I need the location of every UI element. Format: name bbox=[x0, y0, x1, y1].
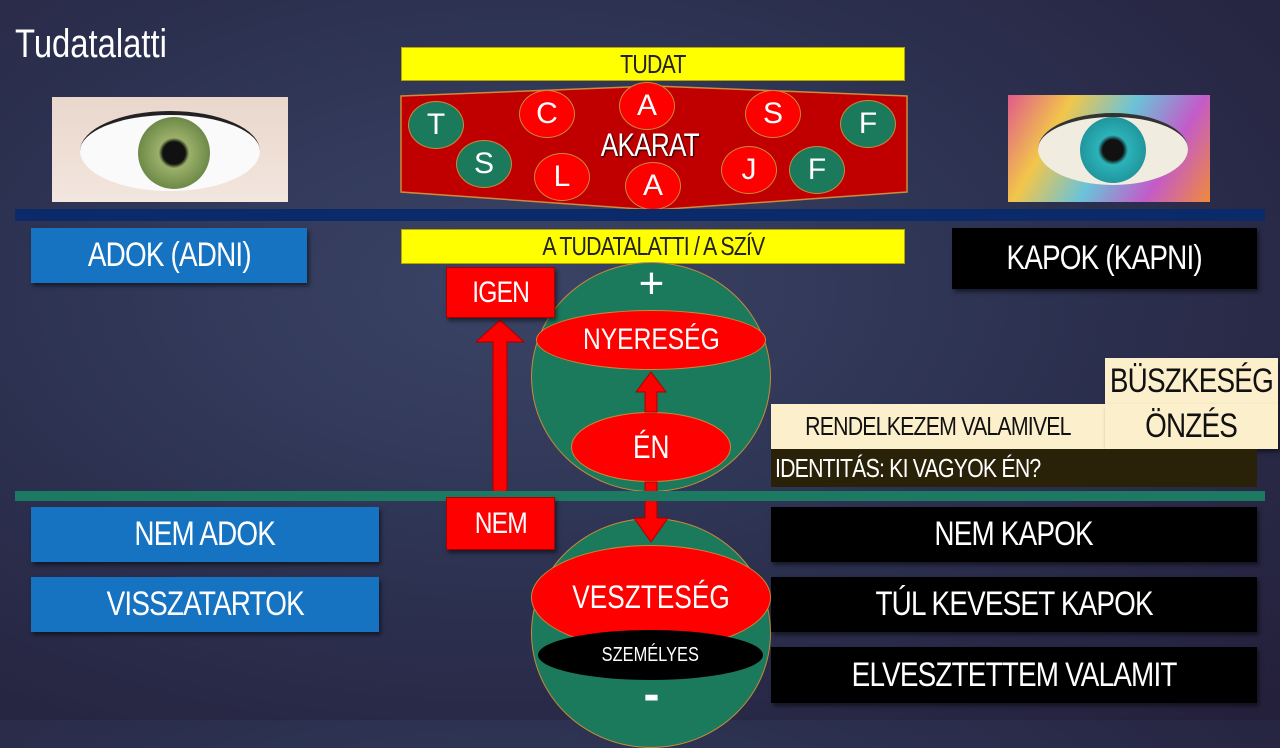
identitas-box: IDENTITÁS: KI VAGYOK ÉN? bbox=[771, 449, 1257, 487]
letter-circle: S bbox=[456, 140, 512, 188]
elvesztettem-box: ELVESZTETTEM VALAMIT bbox=[771, 647, 1257, 703]
rendelkezem-box: RENDELKEZEM VALAMIVEL bbox=[771, 404, 1105, 449]
green-eye-image bbox=[52, 97, 288, 202]
nem-adok-box: NEM ADOK bbox=[31, 507, 379, 562]
minus-sign: - bbox=[643, 667, 660, 721]
adok-box: ADOK (ADNI) bbox=[31, 228, 307, 283]
tul-keveset-box: TÚL KEVESET KAPOK bbox=[771, 577, 1257, 632]
nyereseg-ellipse: NYERESÉG bbox=[536, 310, 766, 370]
blue-divider-line bbox=[15, 209, 1265, 221]
kapok-box: KAPOK (KAPNI) bbox=[952, 228, 1257, 289]
letter-circle: F bbox=[840, 100, 896, 148]
letter-circle: F bbox=[789, 146, 845, 194]
igen-box: IGEN bbox=[446, 267, 555, 318]
onzes-box: ÖNZÉS bbox=[1105, 404, 1278, 449]
plus-sign: + bbox=[638, 259, 665, 308]
green-divider-line bbox=[15, 491, 1265, 501]
akarat-label: AKARAT bbox=[600, 126, 700, 163]
en-ellipse: ÉN bbox=[571, 412, 731, 482]
down-arrow-en-to-veszteseg bbox=[633, 481, 669, 543]
veszteseg-ellipse: VESZTESÉG bbox=[531, 545, 771, 650]
letter-circle: A bbox=[619, 82, 675, 130]
up-arrow-nem-to-igen bbox=[474, 319, 526, 499]
letter-circle: C bbox=[519, 90, 575, 138]
letter-circle: A bbox=[625, 162, 681, 210]
letter-circle: S bbox=[745, 90, 801, 138]
letter-circle: T bbox=[408, 101, 464, 149]
colorful-eye-image bbox=[1008, 95, 1210, 202]
nem-box: NEM bbox=[446, 497, 555, 550]
nem-kapok-box: NEM KAPOK bbox=[771, 507, 1257, 562]
tudatalatti-bar: A TUDATALATTI / A SZÍV bbox=[401, 229, 905, 264]
arrows bbox=[474, 319, 669, 543]
up-arrow-en-to-nyereseg bbox=[635, 371, 667, 413]
visszatartok-box: VISSZATARTOK bbox=[31, 577, 379, 632]
szemelyes-ellipse: SZEMÉLYES bbox=[538, 630, 763, 680]
tudat-bar: TUDAT bbox=[401, 47, 905, 81]
letter-circle: L bbox=[534, 153, 590, 201]
slide-title: Tudatalatti bbox=[15, 22, 167, 66]
buszkeseg-box: BÜSZKESÉG bbox=[1105, 358, 1278, 404]
letter-circle: J bbox=[721, 146, 777, 194]
